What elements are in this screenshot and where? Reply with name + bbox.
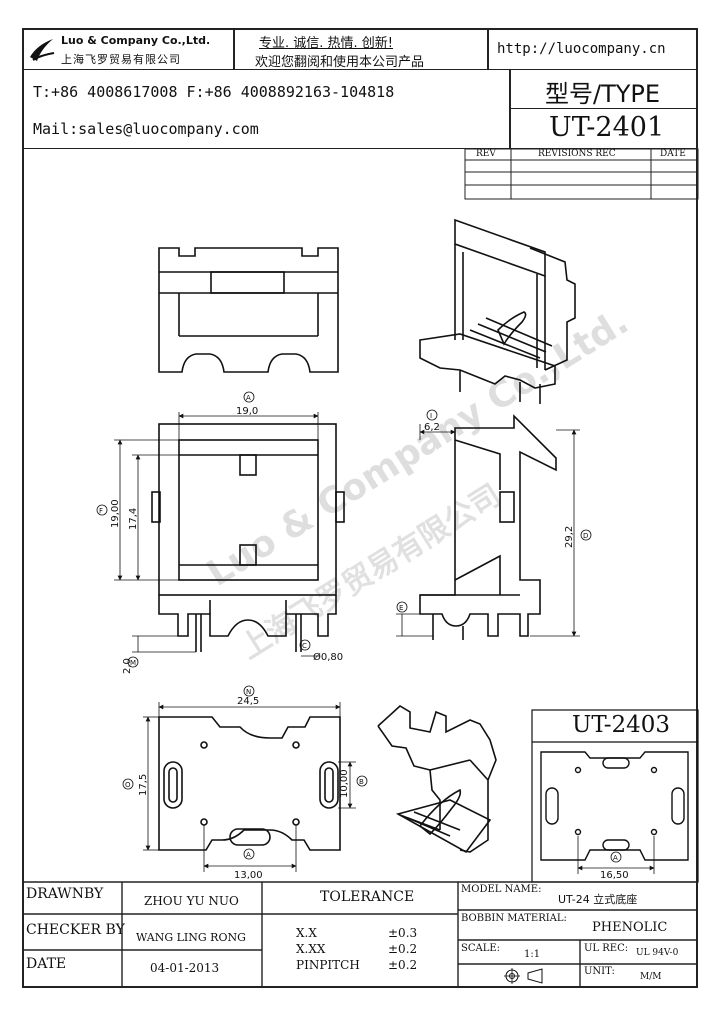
scale-value: 1:1 [524,949,541,960]
website-link[interactable]: http://luocompany.cn [497,41,666,57]
callout-f: F [99,507,103,515]
callout-circles [96,391,622,863]
dim-front-height-outer: 19,00 [110,499,121,528]
dim-inset-width: 16,50 [600,870,629,881]
company-name-cn: 上海飞罗贸易有限公司 [61,53,181,66]
phone-fax-text: T:+86 4008617008 F:+86 4008892163-104818 [33,83,395,101]
type-cell: 型号/TYPE [510,69,698,109]
date-col-header: DATE [660,149,686,159]
inset-dimensions [577,836,655,874]
drawnby-label: DRAWNBY [26,886,104,902]
bobbin-material-value: PHENOLIC [592,920,668,935]
callout-a-top: A [246,394,251,402]
callout-m: M [130,659,136,667]
tol-xx-value: ±0.3 [388,926,418,940]
model-number: UT-2401 [549,112,665,143]
dim-bottom-width: 24,5 [237,696,259,707]
rev-col-header: REV [476,149,496,159]
scale-label: SCALE: [461,943,501,954]
checker-value: WANG LING RONG [136,931,246,944]
inset-model-number: UT-2403 [572,712,671,738]
callout-e: E [399,604,403,612]
callout-c: C [302,642,307,650]
tol-xxx-value: ±0.2 [388,942,418,956]
tol-xx-key: X.X [296,926,317,940]
tol-pinpitch-key: PINPITCH [296,958,360,972]
checker-label: CHECKER BY [26,922,125,938]
callout-d: D [583,532,588,540]
company-logo-icon [30,39,55,61]
drawnby-value: ZHOU YU NUO [144,894,239,908]
slogan-line-1: 专业. 诚信. 热情. 创新! [259,36,394,51]
front-view [151,423,345,652]
tol-pinpitch-value: ±0.2 [388,958,418,972]
mail-text[interactable]: Mail:sales@luocompany.com [33,120,259,138]
callout-n: N [246,688,251,696]
front-view-dimensions [114,412,320,657]
company-name-en: Luo & Company Co.,Ltd. [61,34,211,47]
callout-o: O [125,781,131,789]
drawing-frame [22,28,698,988]
tol-xxx-key: X.XX [296,942,326,956]
dim-side-height: 29,2 [564,526,575,548]
dim-pin-length: 2,0 [122,658,133,674]
isometric-view-1 [419,218,576,404]
ul-rec-label: UL REC: [584,943,629,954]
bobbin-material-label: BOBBIN MATERIAL: [461,913,567,924]
dim-pin-diameter: Ø0,80 [313,651,343,663]
date-label: DATE [26,956,67,972]
isometric-view-2 [377,705,497,854]
bottom-view-dimensions [143,702,356,872]
dim-bottom-slot: 10,00 [339,769,350,798]
top-view [158,247,339,373]
model-name-value: UT-24 立式底座 [558,893,638,906]
slogan-line-2: 欢迎您翻阅和使用本公司产品 [255,55,425,70]
side-view-dimensions [396,424,580,637]
dim-front-height-inner: 17,4 [128,508,139,530]
bottom-view [158,716,341,851]
callout-inset: A [613,854,618,862]
dim-bottom-pitch: 13,00 [234,870,263,881]
type-label: 型号/TYPE [545,80,661,108]
projection-symbol-icon [504,968,543,984]
inset-bottom-view [540,751,689,861]
dim-bottom-height: 17,5 [138,774,149,796]
dim-top-width: 19,0 [236,406,258,417]
ul-rec-value: UL 94V-0 [636,948,679,958]
dim-side-width: 6,2 [424,422,440,433]
tolerance-label: TOLERANCE [320,889,415,905]
unit-label: UNIT: [584,966,615,977]
callout-i: I [430,412,432,420]
date-value: 04-01-2013 [150,961,220,975]
revisions-col-header: REVISIONS REC [538,149,616,159]
callout-a-bottom: A [246,851,251,859]
side-view [419,414,557,640]
unit-value: M/M [640,972,662,982]
callout-b: B [359,778,364,786]
contact-cell: T:+86 4008617008 F:+86 4008892163-104818… [22,69,510,149]
model-name-label: MODEL NAME: [461,884,542,895]
